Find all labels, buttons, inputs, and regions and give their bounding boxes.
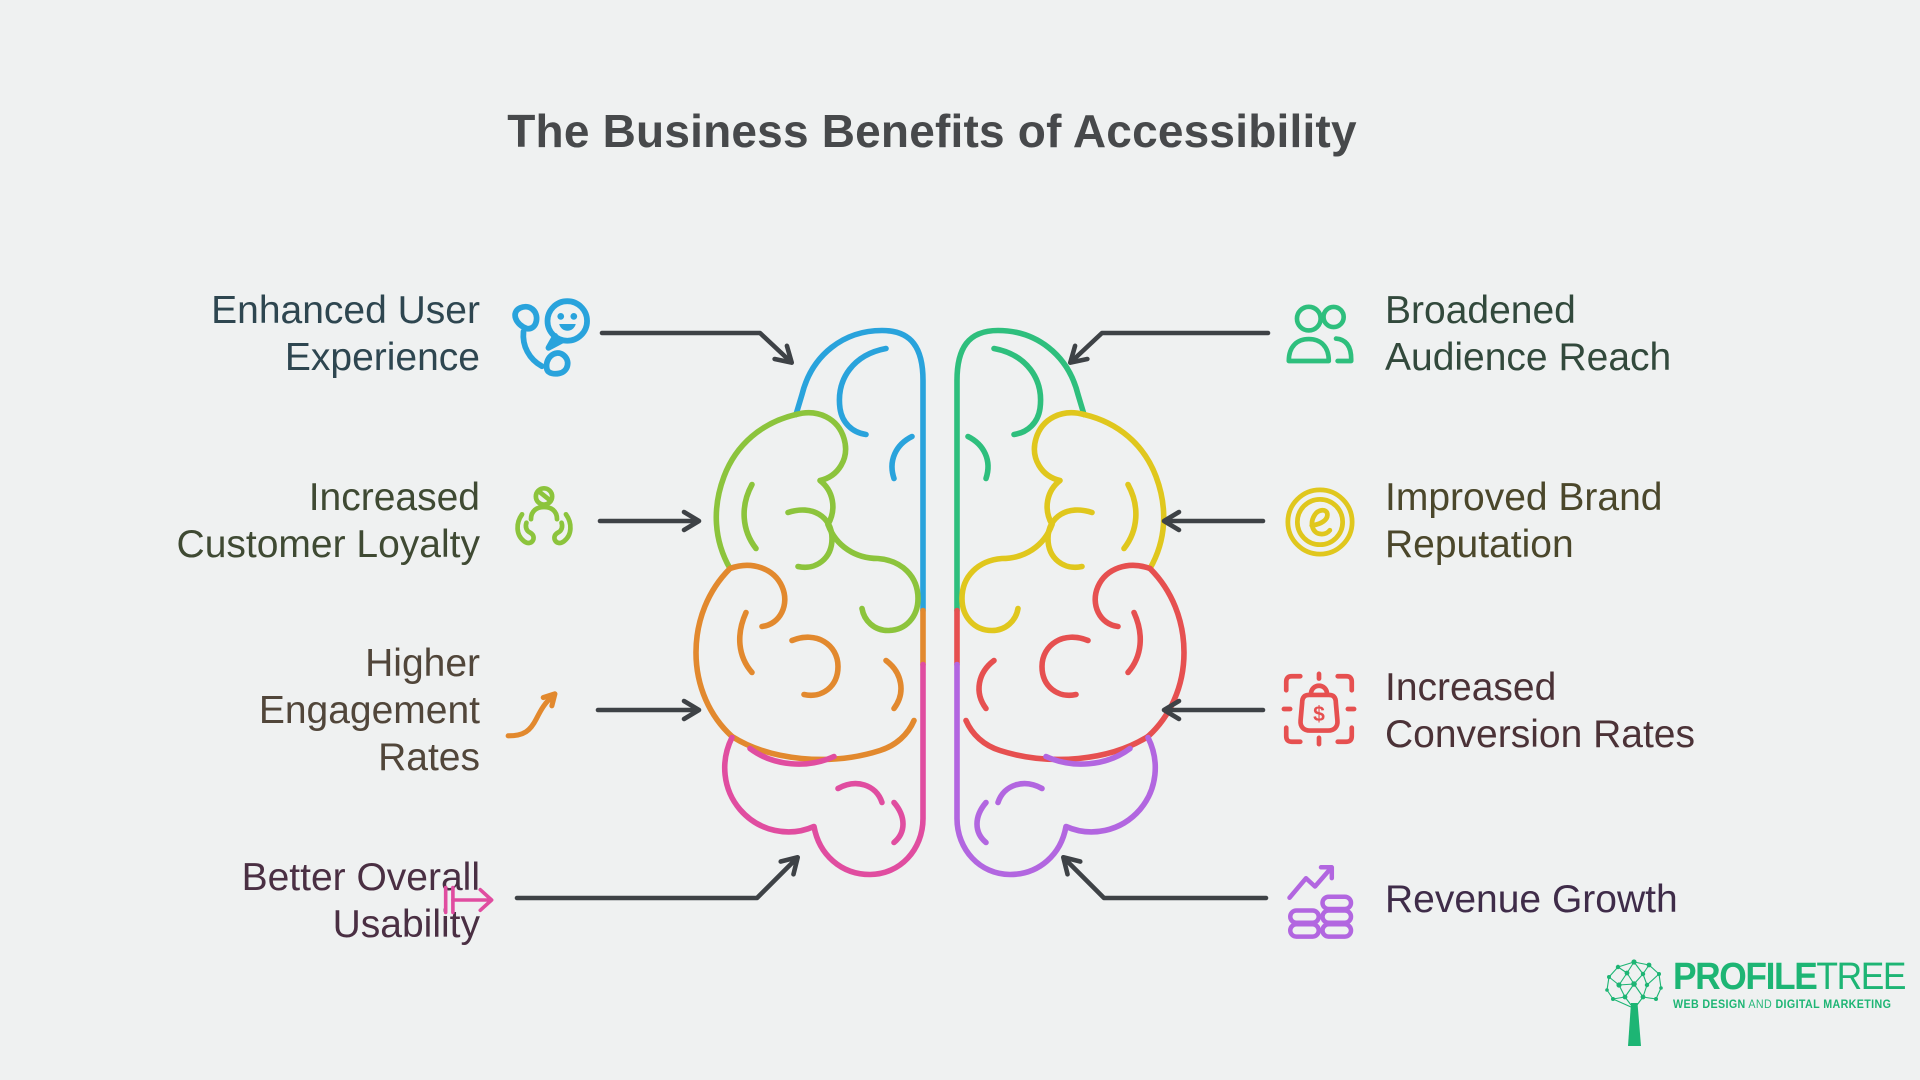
brain-lobe-purple bbox=[954, 661, 1159, 878]
benefit-higher-engagement-rates: Higher Engagement Rates bbox=[60, 640, 480, 781]
benefit-label-line: Experience bbox=[284, 336, 480, 379]
connector-arrow bbox=[514, 854, 801, 901]
benefit-label-line: Rates bbox=[378, 736, 480, 779]
benefit-label-line: Revenue Growth bbox=[1385, 878, 1678, 921]
benefit-increased-conversion-rates: Increased Conversion Rates bbox=[1385, 664, 1855, 758]
connector-arrow bbox=[599, 330, 795, 365]
profiletree-logo: PROFILETREE WEB DESIGN AND DIGITAL MARKE… bbox=[1604, 956, 1906, 1056]
secure-purchase-bag-icon: $ bbox=[1280, 670, 1358, 748]
benefit-label-line: Increased bbox=[1385, 666, 1557, 709]
brain-lobe-yellow bbox=[959, 410, 1167, 634]
profiletree-tagline: WEB DESIGN AND DIGITAL MARKETING bbox=[1673, 999, 1892, 1011]
benefit-label-line: Improved Brand bbox=[1385, 476, 1663, 519]
brain-lobe-orange bbox=[693, 562, 926, 763]
caring-hands-person-icon bbox=[505, 481, 583, 559]
benefit-label-line: Engagement bbox=[258, 689, 480, 732]
benefit-label-line: Enhanced User bbox=[211, 289, 480, 332]
audience-people-icon bbox=[1280, 297, 1360, 369]
benefit-label-line: Increased bbox=[308, 476, 480, 519]
benefit-increased-customer-loyalty: Increased Customer Loyalty bbox=[60, 474, 480, 568]
benefit-label-line: Audience Reach bbox=[1385, 336, 1672, 379]
connector-arrow bbox=[1067, 330, 1271, 365]
benefit-improved-brand-reputation: Improved Brand Reputation bbox=[1385, 474, 1855, 568]
connector-arrow bbox=[1060, 854, 1269, 901]
benefit-label-line: Higher bbox=[365, 642, 480, 685]
brain-illustration bbox=[693, 327, 1187, 878]
revenue-coins-icon bbox=[1283, 861, 1359, 939]
svg-text:$: $ bbox=[1313, 703, 1325, 726]
benefit-label-line: Customer Loyalty bbox=[176, 523, 480, 566]
brand-e-badge-icon bbox=[1282, 484, 1358, 560]
benefit-label-line: Broadened bbox=[1385, 289, 1576, 332]
benefit-label-line: Conversion Rates bbox=[1385, 713, 1695, 756]
benefit-label-line: Usability bbox=[332, 903, 480, 946]
benefit-label-line: Better Overall bbox=[241, 856, 480, 899]
benefit-enhanced-user-experience: Enhanced User Experience bbox=[60, 287, 480, 381]
brain-lobe-blue bbox=[793, 327, 926, 614]
profiletree-wordmark: PROFILETREE bbox=[1673, 956, 1906, 998]
phone-smiley-icon bbox=[502, 296, 598, 392]
brain-lobe-green bbox=[713, 410, 921, 634]
growth-curve-arrow-icon bbox=[502, 681, 582, 743]
benefit-revenue-growth: Revenue Growth bbox=[1385, 876, 1855, 923]
brain-lobe-pink bbox=[721, 661, 926, 878]
maps-to-arrow-icon bbox=[440, 880, 504, 920]
page-title: The Business Benefits of Accessibility bbox=[507, 105, 1357, 157]
benefit-broadened-audience-reach: Broadened Audience Reach bbox=[1385, 287, 1855, 381]
benefit-label-line: Reputation bbox=[1385, 523, 1574, 566]
profiletree-tree-icon bbox=[1605, 959, 1663, 1046]
brain-lobe-emerald bbox=[954, 327, 1087, 614]
benefit-better-overall-usability: Better Overall Usability bbox=[60, 854, 480, 948]
